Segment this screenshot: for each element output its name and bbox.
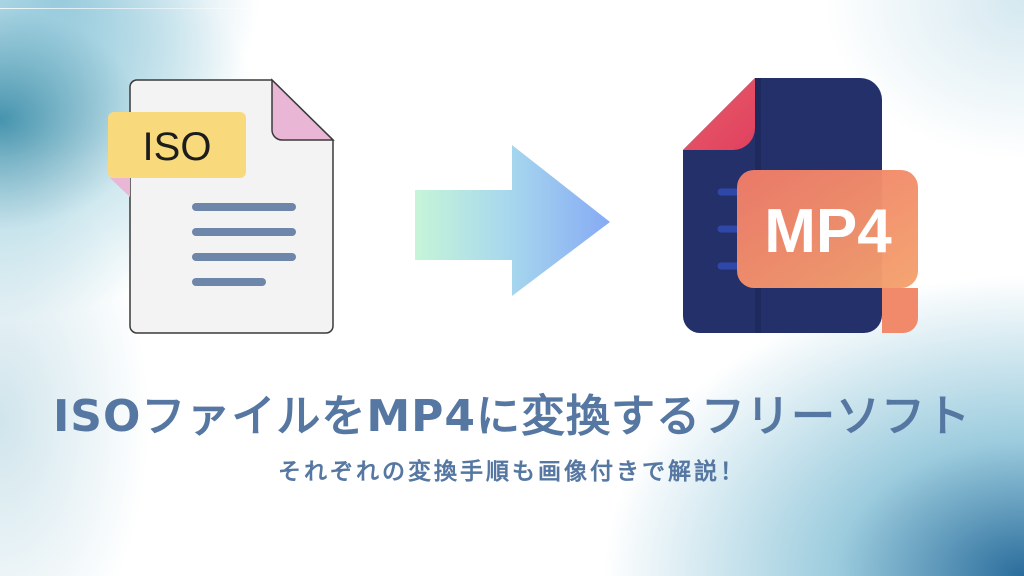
page-subtitle: それぞれの変換手順も画像付きで解説！: [278, 459, 746, 485]
mp4-label: MP4: [764, 197, 892, 266]
arrow-right-icon: [415, 145, 610, 296]
iso-file-icon: ISO: [108, 78, 335, 334]
page-title: ISOファイルをMP4に変換するフリーソフト: [52, 391, 972, 442]
mp4-file-icon: MP4: [683, 78, 918, 333]
decorative-line: [0, 8, 420, 9]
iso-label: ISO: [143, 125, 212, 169]
